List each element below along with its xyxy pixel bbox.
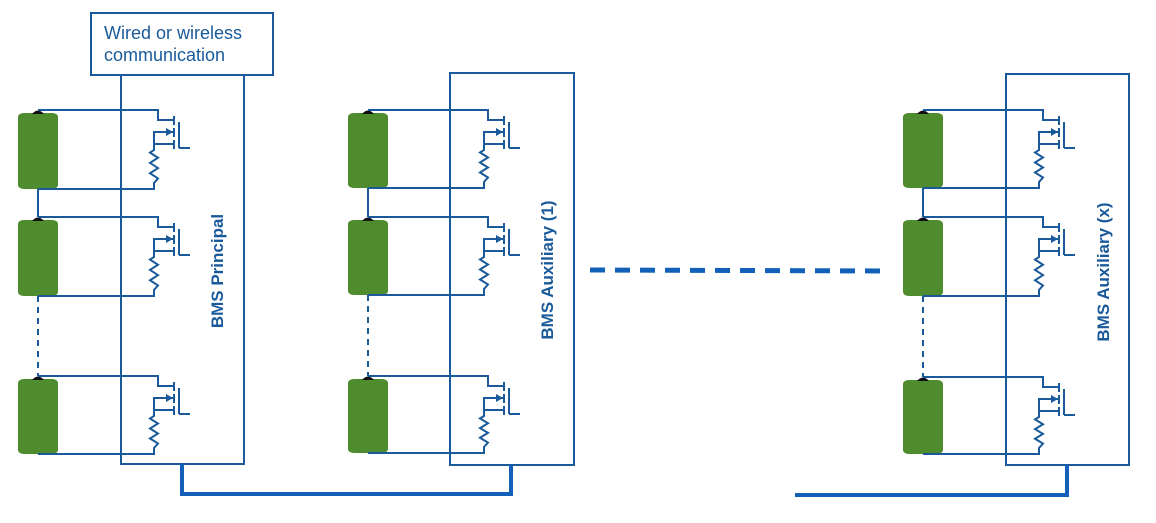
bms-module-principal (18, 74, 245, 494)
mosfet-arrow-icon (166, 235, 173, 243)
mosfet-source-wire (153, 131, 174, 145)
mosfet-icon (1038, 223, 1075, 257)
battery-cell (903, 113, 943, 188)
battery-cell (18, 220, 58, 296)
battery-terminal (32, 376, 44, 380)
resistor-icon (1033, 411, 1045, 450)
resistor-icon (1033, 251, 1045, 292)
cell-circuit (348, 216, 520, 376)
mosfet-source-wire (153, 238, 174, 252)
resistor-icon (148, 251, 160, 292)
top-wire (923, 216, 1059, 228)
bms-module-auxiliary-x (903, 73, 1130, 494)
mosfet-source-wire (1038, 238, 1059, 252)
bottom-wire (38, 450, 155, 455)
mosfet-arrow-icon (166, 394, 173, 402)
mosfet-source-wire (483, 131, 504, 145)
mosfet-arrow-icon (1051, 395, 1058, 403)
mosfet-arrow-icon (496, 128, 503, 136)
cell-circuit (348, 109, 520, 217)
mosfet-source-wire (153, 397, 174, 411)
battery-cell (348, 379, 388, 453)
bottom-wire (38, 185, 155, 190)
resistor-icon (478, 144, 490, 184)
mosfet-source-wire (1038, 131, 1059, 145)
mosfet-arrow-icon (1051, 235, 1058, 243)
resistor-icon (478, 251, 490, 291)
resistor-icon (148, 410, 160, 450)
mosfet-icon (153, 382, 190, 416)
bms-module-auxiliary-1 (348, 72, 575, 494)
bms-auxiliary-x-label: BMS Auxiliary (x) (1094, 202, 1113, 342)
mosfet-icon (483, 382, 520, 416)
mosfet-icon (1038, 383, 1075, 417)
battery-cell (18, 379, 58, 454)
bottom-wire (368, 291, 485, 296)
battery-terminal (362, 217, 374, 221)
battery-cell (348, 113, 388, 188)
battery-terminal (32, 217, 44, 221)
mosfet-arrow-icon (496, 235, 503, 243)
cell-circuit (903, 216, 1075, 377)
communication-box: Wired or wireless communication (90, 12, 274, 76)
top-wire (923, 376, 1059, 388)
top-wire (923, 109, 1059, 121)
battery-cell (903, 220, 943, 296)
battery-cell (18, 113, 58, 189)
bottom-wire (368, 449, 485, 454)
battery-terminal (362, 110, 374, 114)
top-wire (368, 375, 504, 387)
communication-label: Wired or wireless communication (104, 23, 243, 65)
mosfet-arrow-icon (166, 128, 173, 136)
battery-cell (903, 380, 943, 454)
top-wire (368, 216, 504, 228)
continuation-dashed-line (589, 267, 889, 274)
cell-circuit (903, 109, 1075, 217)
cell-circuit (18, 109, 190, 217)
cell-circuit (348, 375, 520, 454)
battery-terminal (917, 377, 929, 381)
cell-circuit (18, 375, 190, 455)
top-wire (368, 109, 504, 121)
resistor-icon (1033, 144, 1045, 184)
mosfet-source-wire (1038, 398, 1059, 412)
bottom-wire (923, 184, 1040, 189)
resistor-icon (148, 144, 160, 185)
bms-principal-label: BMS Principal (208, 213, 227, 329)
bottom-wire (368, 184, 485, 189)
bms-auxiliary-1-label: BMS Auxiliary (1) (538, 200, 557, 340)
mosfet-icon (153, 116, 190, 150)
battery-terminal (32, 110, 44, 114)
mosfet-icon (1038, 116, 1075, 150)
top-wire (38, 216, 174, 228)
bottom-wire (923, 292, 1040, 297)
battery-terminal (362, 376, 374, 380)
mosfet-source-wire (483, 397, 504, 411)
battery-terminal (917, 110, 929, 114)
top-wire (38, 109, 174, 121)
mosfet-icon (483, 223, 520, 257)
top-wire (38, 375, 174, 387)
mosfet-icon (153, 223, 190, 257)
mosfet-arrow-icon (1051, 128, 1058, 136)
bottom-wire (923, 450, 1040, 455)
cell-circuit (903, 376, 1075, 455)
battery-terminal (917, 217, 929, 221)
battery-cell (348, 220, 388, 295)
resistor-icon (478, 410, 490, 449)
mosfet-icon (483, 116, 520, 150)
cell-circuit (18, 216, 190, 376)
mosfet-arrow-icon (496, 394, 503, 402)
bottom-wire (38, 292, 155, 297)
mosfet-source-wire (483, 238, 504, 252)
